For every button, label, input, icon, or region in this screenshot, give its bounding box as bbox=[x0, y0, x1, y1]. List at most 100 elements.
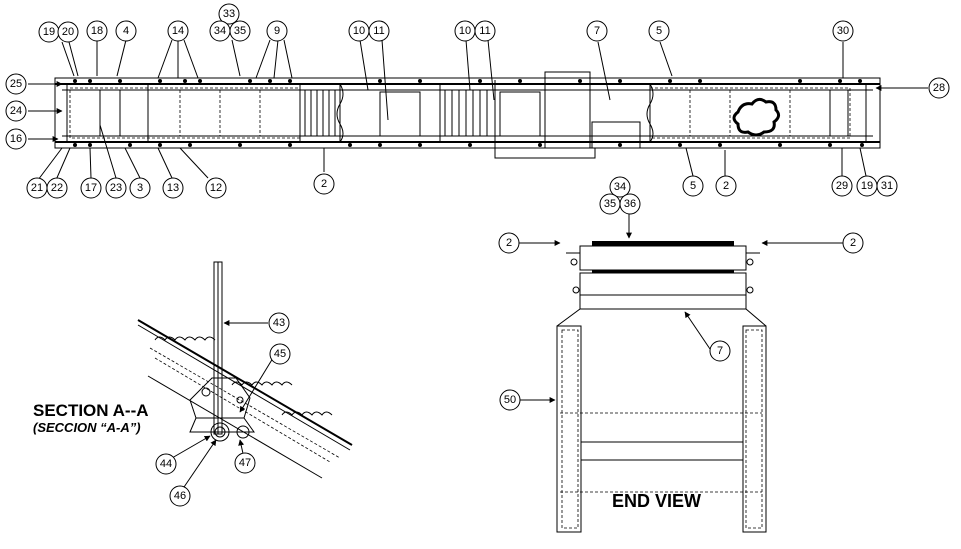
svg-text:11: 11 bbox=[373, 25, 384, 37]
svg-text:7: 7 bbox=[594, 25, 600, 37]
callout-29: 29 bbox=[831, 175, 853, 197]
section-title: SECTION A--A bbox=[33, 401, 149, 420]
callout-20: 20 bbox=[57, 21, 79, 43]
section-callouts: 43 45 44 46 47 bbox=[155, 312, 291, 507]
callout-9: 9 bbox=[266, 20, 288, 42]
callout-7: 7 bbox=[586, 20, 608, 42]
svg-text:12: 12 bbox=[210, 182, 222, 194]
callout-14: 14 bbox=[167, 20, 189, 42]
top-view-leaders bbox=[28, 39, 928, 181]
end-view-drawing bbox=[516, 214, 844, 533]
svg-text:35: 35 bbox=[234, 25, 246, 37]
svg-text:18: 18 bbox=[91, 25, 103, 37]
callout-19: 19 bbox=[38, 21, 60, 43]
svg-text:2: 2 bbox=[850, 237, 856, 249]
callout-34: 34 bbox=[209, 20, 231, 42]
callout-33: 33 bbox=[218, 3, 240, 25]
svg-text:4: 4 bbox=[123, 25, 129, 37]
section-subtitle: (SECCION “A-A”) bbox=[33, 420, 141, 435]
callout-10-a: 10 bbox=[348, 20, 370, 42]
svg-text:5: 5 bbox=[656, 25, 662, 37]
callout-28: 28 bbox=[928, 77, 950, 99]
svg-text:17: 17 bbox=[85, 182, 97, 194]
callout-50-end: 50 bbox=[499, 389, 521, 411]
callout-16: 16 bbox=[5, 128, 27, 150]
callout-10-b: 10 bbox=[454, 20, 476, 42]
svg-text:30: 30 bbox=[837, 25, 849, 37]
svg-text:7: 7 bbox=[717, 345, 723, 357]
callout-47: 47 bbox=[234, 452, 256, 474]
svg-text:23: 23 bbox=[110, 182, 122, 194]
svg-text:13: 13 bbox=[167, 182, 179, 194]
svg-text:9: 9 bbox=[274, 25, 280, 37]
end-view-callouts: 34 35 36 2 2 7 50 bbox=[498, 176, 864, 411]
bed-rollers bbox=[99, 90, 849, 136]
svg-text:24: 24 bbox=[10, 105, 22, 117]
svg-text:29: 29 bbox=[836, 180, 848, 192]
callout-12: 12 bbox=[205, 177, 227, 199]
callout-21: 21 bbox=[26, 177, 48, 199]
callout-23: 23 bbox=[105, 177, 127, 199]
callout-35-end: 35 bbox=[599, 193, 621, 215]
svg-text:19: 19 bbox=[43, 26, 55, 38]
callout-11-b: 11 bbox=[474, 20, 496, 42]
svg-text:16: 16 bbox=[10, 133, 22, 145]
callout-3: 3 bbox=[129, 177, 151, 199]
callout-44: 44 bbox=[155, 453, 177, 475]
top-view-callouts: 19 20 18 4 14 33 34 35 9 10 11 10 11 7 5… bbox=[5, 3, 950, 199]
svg-text:11: 11 bbox=[479, 25, 490, 37]
svg-text:3: 3 bbox=[137, 182, 143, 194]
svg-text:22: 22 bbox=[51, 182, 63, 194]
callout-11-a: 11 bbox=[368, 20, 390, 42]
svg-text:35: 35 bbox=[604, 198, 616, 210]
end-view-title: END VIEW bbox=[612, 491, 701, 511]
callout-24: 24 bbox=[5, 100, 27, 122]
callout-7-end: 7 bbox=[709, 340, 731, 362]
svg-text:25: 25 bbox=[10, 78, 22, 90]
svg-text:2: 2 bbox=[723, 180, 729, 192]
callout-35: 35 bbox=[229, 20, 251, 42]
svg-text:45: 45 bbox=[274, 348, 286, 360]
svg-text:19: 19 bbox=[861, 180, 873, 192]
callout-36-end: 36 bbox=[619, 193, 641, 215]
callout-5-bottom: 5 bbox=[682, 175, 704, 197]
callout-45: 45 bbox=[269, 343, 291, 365]
svg-text:34: 34 bbox=[614, 181, 626, 193]
svg-text:34: 34 bbox=[214, 25, 226, 37]
svg-text:47: 47 bbox=[239, 457, 251, 469]
svg-text:10: 10 bbox=[353, 25, 365, 37]
svg-text:20: 20 bbox=[62, 26, 74, 38]
callout-2-end-right: 2 bbox=[842, 232, 864, 254]
svg-text:28: 28 bbox=[933, 82, 945, 94]
callout-2-top: 2 bbox=[313, 173, 335, 195]
callout-17: 17 bbox=[80, 177, 102, 199]
svg-text:21: 21 bbox=[31, 182, 43, 194]
callout-19-bottom: 19 bbox=[856, 175, 878, 197]
svg-text:2: 2 bbox=[321, 178, 327, 190]
callout-46: 46 bbox=[169, 485, 191, 507]
svg-text:10: 10 bbox=[459, 25, 471, 37]
svg-text:14: 14 bbox=[172, 25, 184, 37]
callout-18: 18 bbox=[86, 20, 108, 42]
svg-text:36: 36 bbox=[624, 198, 636, 210]
svg-text:5: 5 bbox=[690, 180, 696, 192]
svg-text:44: 44 bbox=[160, 458, 172, 470]
svg-text:31: 31 bbox=[881, 180, 893, 192]
callout-13: 13 bbox=[162, 177, 184, 199]
svg-text:50: 50 bbox=[504, 394, 516, 406]
callout-2-end-left: 2 bbox=[498, 232, 520, 254]
callout-43: 43 bbox=[268, 312, 290, 334]
callout-4: 4 bbox=[115, 20, 137, 42]
callout-34-end: 34 bbox=[609, 176, 631, 198]
section-a-a-drawing bbox=[137, 261, 353, 491]
frame-bolts bbox=[73, 79, 864, 147]
svg-text:33: 33 bbox=[223, 8, 235, 20]
conveyor-top-view bbox=[54, 71, 881, 159]
callout-31: 31 bbox=[876, 175, 898, 197]
callout-22: 22 bbox=[46, 177, 68, 199]
callout-5-top: 5 bbox=[648, 20, 670, 42]
callout-30: 30 bbox=[832, 20, 854, 42]
svg-text:2: 2 bbox=[506, 237, 512, 249]
svg-text:46: 46 bbox=[174, 490, 186, 502]
